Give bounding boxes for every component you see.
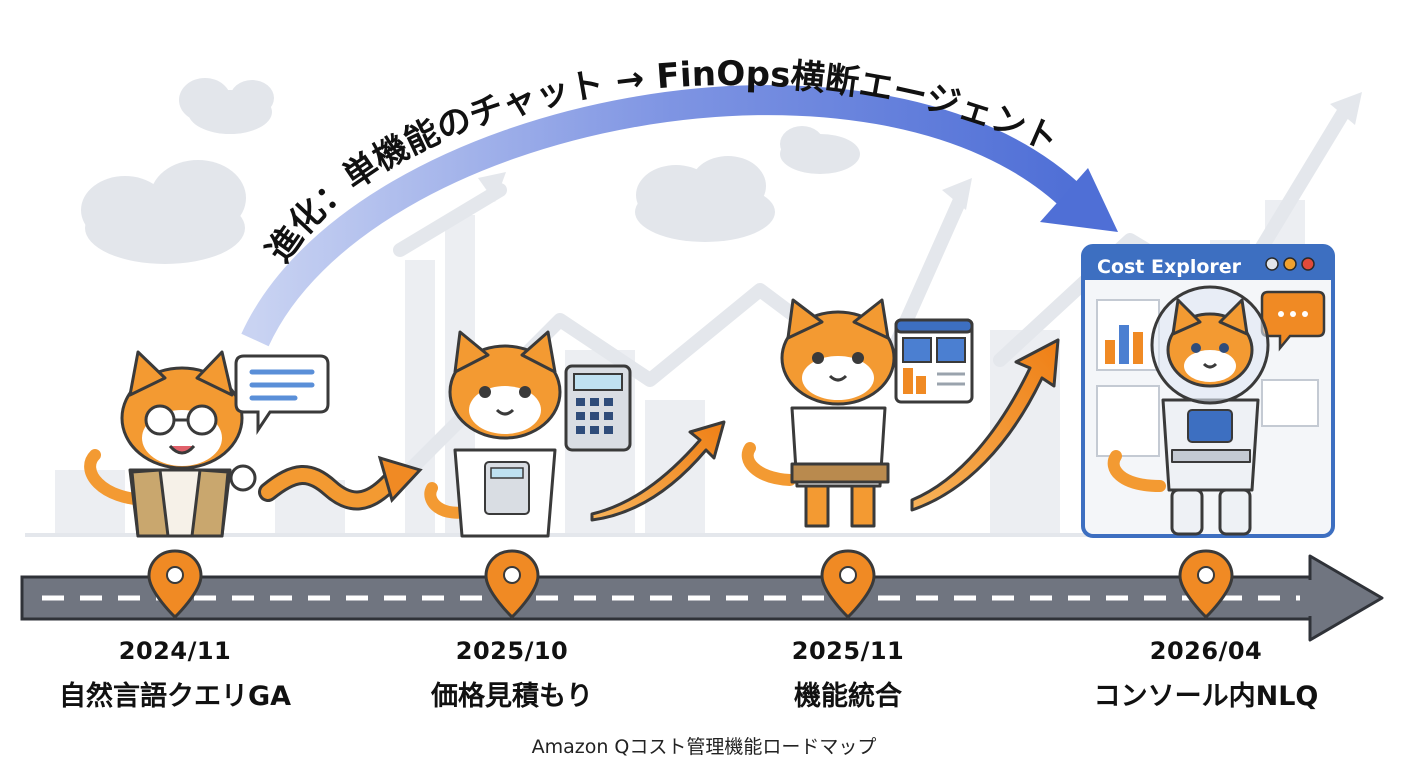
cat-mascot-icon: [84, 350, 257, 538]
diagram-caption: Amazon Qコスト管理機能ロードマップ: [531, 736, 877, 758]
cloud-icon: [635, 156, 775, 242]
cloud-icon: [81, 160, 246, 264]
console-window-title: Cost Explorer: [1097, 256, 1242, 278]
milestone-label-2: 価格見積もり: [431, 681, 593, 712]
wavy-arrow-icon: [258, 455, 423, 511]
speech-bubble-icon: [1260, 290, 1326, 352]
cat-mascot-icon: [741, 298, 896, 528]
milestone-date-4: 2026/04: [1149, 637, 1263, 665]
headline-arrow: →: [613, 59, 646, 102]
evolution-arc-arrow: [241, 85, 1086, 347]
milestone-label-1: 自然言語クエリGA: [58, 681, 292, 712]
trend-arrow-icon: [590, 420, 726, 522]
trend-arrow-icon: [910, 338, 1060, 512]
roadmap-road: [20, 554, 1384, 642]
cloud-icon: [179, 78, 274, 134]
milestone-label-4: コンソール内NLQ: [1093, 681, 1319, 712]
milestone-date-3: 2025/11: [791, 637, 905, 665]
milestone-label-3: 機能統合: [794, 681, 902, 712]
dashboard-icon: [894, 318, 974, 404]
milestone-date-2: 2025/10: [455, 637, 569, 665]
calculator-icon: [484, 364, 632, 515]
cat-mascot-icon: [1107, 285, 1270, 536]
speech-bubble-icon: [234, 354, 330, 435]
milestone-date-1: 2024/11: [118, 637, 232, 665]
cloud-icon: [780, 126, 860, 174]
